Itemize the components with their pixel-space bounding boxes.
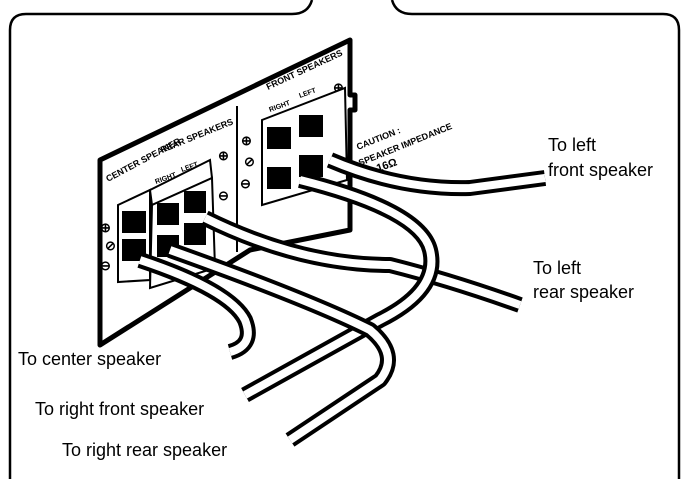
cable-center (137, 252, 256, 360)
label-left-front-line1: To left (548, 135, 597, 155)
rear-minus-symbol: ⊖ (218, 188, 229, 203)
label-right-front: To right front speaker (35, 399, 205, 419)
outer-frame (8, 0, 681, 479)
front-ground-symbol: ⊕ (241, 133, 252, 148)
front-ground2-symbol: ⊘ (244, 154, 255, 169)
cable-left-rear (201, 210, 523, 313)
center-plus-symbol: ⊕ (100, 220, 111, 235)
label-left-rear-line2: rear speaker (533, 282, 635, 302)
cable-right-front (241, 172, 440, 402)
front-plus-symbol: ⊕ (333, 80, 344, 95)
label-center: To center speaker (18, 349, 162, 369)
cable-left-front (326, 152, 547, 197)
front-minus-symbol: ⊖ (240, 176, 251, 191)
cable-right-rear (167, 242, 396, 447)
label-left-rear-line1: To left (533, 258, 582, 278)
center-ground-symbol: ⊘ (105, 238, 116, 253)
speaker-cables (137, 152, 547, 447)
label-left-front-line2: front speaker (548, 160, 654, 180)
center-minus-symbol: ⊖ (100, 258, 111, 273)
label-right-rear: To right rear speaker (62, 440, 228, 460)
front-terminal-block (261, 86, 349, 207)
rear-plus-symbol: ⊕ (218, 148, 229, 163)
